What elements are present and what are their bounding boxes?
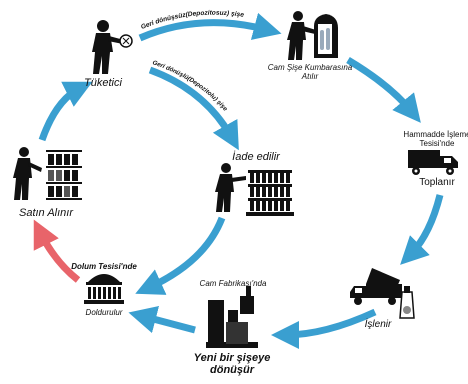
filling-facility-icon	[84, 274, 124, 304]
consumer-label: Tüketici	[84, 77, 122, 89]
bottle-bank-icon	[287, 11, 338, 60]
shopper-shelf-icon	[13, 147, 82, 200]
arrow-bottle-bank-to-facility	[346, 56, 421, 123]
collection-truck-icon	[408, 150, 458, 175]
returned-label: İade edilir	[232, 151, 280, 163]
glass-factory-label: Cam Fabrikası'nda	[199, 279, 267, 288]
bottle-bank-label-line2: Atılır	[301, 72, 319, 81]
glass-factory-icon	[206, 286, 258, 348]
filling-facility-label: Dolum Tesisi'nde	[71, 262, 137, 271]
collected-label: Toplanır	[419, 177, 455, 188]
filled-label: Doldurulur	[85, 308, 123, 317]
new-bottle-label-line2: dönüşür	[210, 364, 254, 376]
processed-label: İşlenir	[364, 319, 392, 330]
return-crates-icon	[215, 163, 294, 216]
new-bottle-label-line1: Yeni bir şişeye	[193, 352, 271, 364]
arrow-returned-to-filling	[135, 216, 226, 295]
arrow-processed-to-factory	[271, 308, 377, 349]
purchased-label: Satın Alınır	[18, 207, 74, 219]
returnable-bottle-label: Geri dönüşlü(Depozitolu) şişe	[151, 59, 229, 113]
facility-label-line2: Tesisi'nde	[419, 139, 455, 148]
consumer-throwing-icon	[92, 20, 133, 74]
arrow-filling-to-purchased	[33, 219, 81, 283]
arrow-purchased-to-consumer	[38, 81, 93, 142]
arrow-consumer-to-bottle-bank	[138, 12, 282, 42]
arrow-factory-to-filling	[128, 305, 196, 334]
arrow-consumer-to-returned	[148, 66, 239, 151]
facility-label-line1: Hammadde İşleme	[403, 130, 468, 139]
arrow-facility-to-processed	[400, 194, 444, 265]
bottle-bank-label-line1: Cam Şişe Kumbarasına	[267, 63, 353, 72]
dump-truck-icon	[350, 268, 415, 319]
